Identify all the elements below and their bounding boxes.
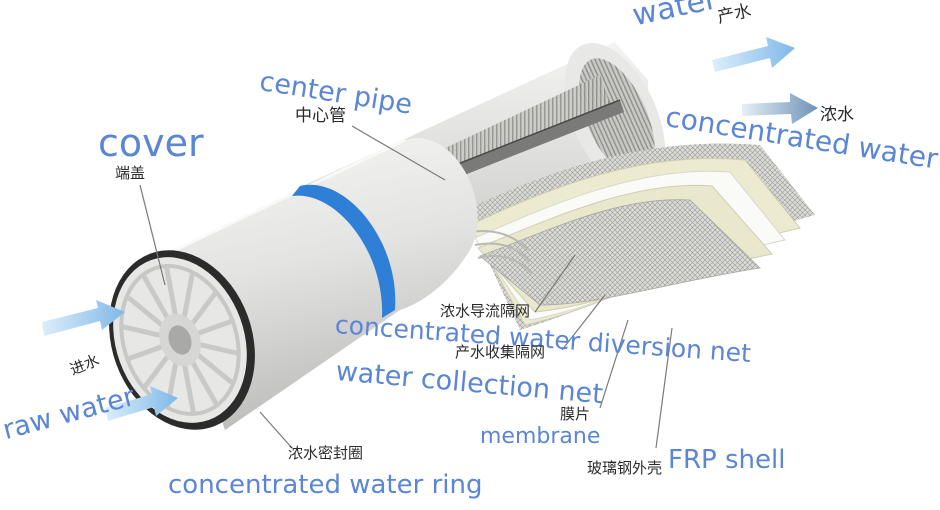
concentrated-water-cn-label: 浓水 — [820, 105, 854, 125]
leader-ring — [259, 411, 293, 449]
concentrated-water-ring-label: concentrated water ring — [168, 470, 483, 500]
leader-diversion-net — [534, 254, 576, 313]
leader-frp-shell — [655, 327, 673, 449]
diversion-net-cn-label: 浓水导流隔网 — [440, 302, 531, 320]
membrane-layers — [465, 143, 815, 330]
raw-water-arrow-bottom — [105, 386, 178, 421]
membrane-label: membrane — [480, 424, 601, 449]
frp-shell-label: FRP shell — [668, 445, 786, 475]
cover-cn-label: 端盖 — [115, 164, 146, 182]
raw-water-arrow-top — [42, 300, 125, 336]
leader-membrane — [599, 319, 629, 409]
leader-cover — [139, 184, 166, 286]
leader-lines — [139, 125, 673, 449]
cover-label: cover — [98, 121, 204, 165]
end-cap — [109, 250, 255, 430]
concentrated-water-ring-cn-label: 浓水密封圈 — [288, 444, 364, 462]
blue-stripe — [292, 184, 396, 318]
leader-center-pipe — [351, 125, 446, 181]
water-out-arrow — [712, 37, 795, 72]
frp-shell-cn-label: 玻璃钢外壳 — [587, 459, 663, 477]
concentrated-out-arrow — [742, 93, 818, 124]
center-pipe-cn-label: 中心管 — [295, 106, 346, 126]
center-pipe — [429, 99, 624, 187]
diversion-net-layer — [479, 199, 761, 306]
membrane-cn-label: 膜片 — [560, 405, 591, 423]
leader-collection-net — [561, 294, 606, 351]
collection-net-cn-label: 产水收集隔网 — [455, 343, 546, 361]
